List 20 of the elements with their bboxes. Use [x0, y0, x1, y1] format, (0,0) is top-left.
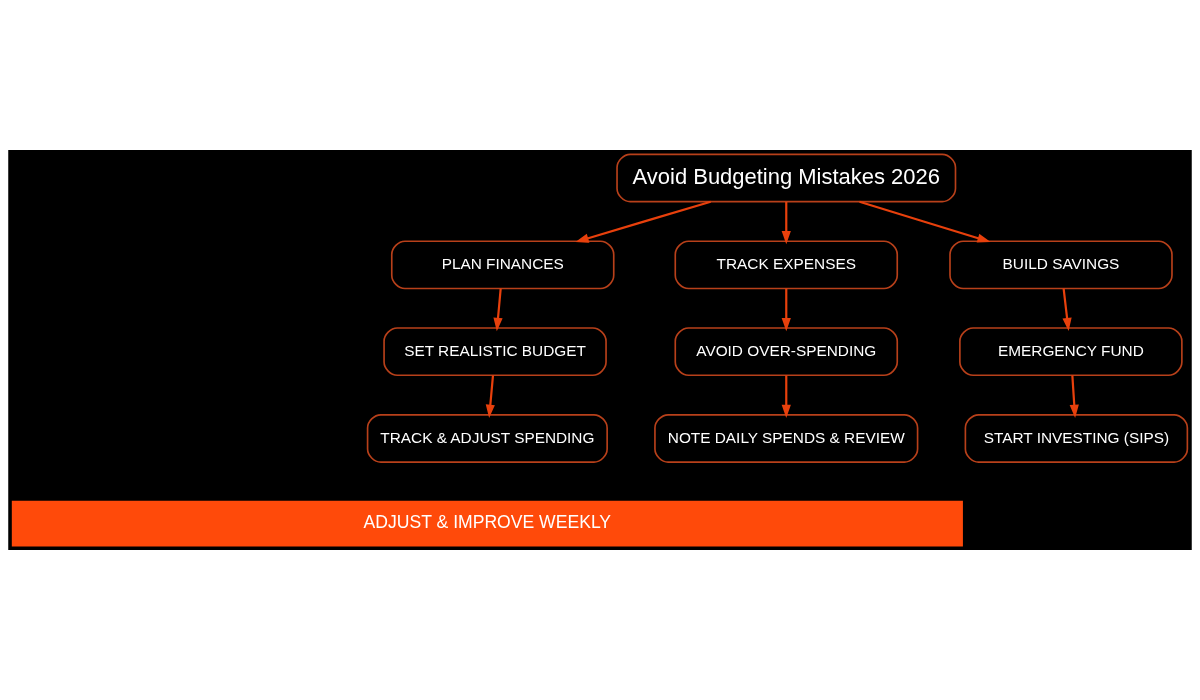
- node-box: TRACK & ADJUST SPENDING: [366, 414, 608, 463]
- node-box: TRACK EXPENSES: [674, 240, 899, 290]
- node-box: BUILD SAVINGS: [949, 240, 1173, 290]
- arrow: [575, 200, 711, 243]
- node-box: AVOID OVER-SPENDING: [674, 327, 899, 377]
- arrow: [485, 375, 495, 418]
- node-box: Avoid Budgeting Mistakes 2026: [616, 153, 957, 203]
- arrow: [781, 288, 791, 332]
- node-box: START INVESTING (SIPS): [964, 414, 1189, 463]
- node-box: PLAN FINANCES: [390, 240, 615, 290]
- arrow: [859, 200, 991, 243]
- arrow: [1062, 288, 1072, 332]
- node-box: ADJUST & IMPROVE WEEKLY: [11, 500, 963, 547]
- arrow: [781, 201, 791, 245]
- node-box: EMERGENCY FUND: [959, 327, 1183, 377]
- node-box: SET REALISTIC BUDGET: [383, 327, 607, 377]
- arrow: [493, 288, 503, 332]
- arrow: [781, 375, 791, 418]
- node-box: NOTE DAILY SPENDS & REVIEW: [654, 414, 919, 463]
- arrow: [1069, 375, 1079, 418]
